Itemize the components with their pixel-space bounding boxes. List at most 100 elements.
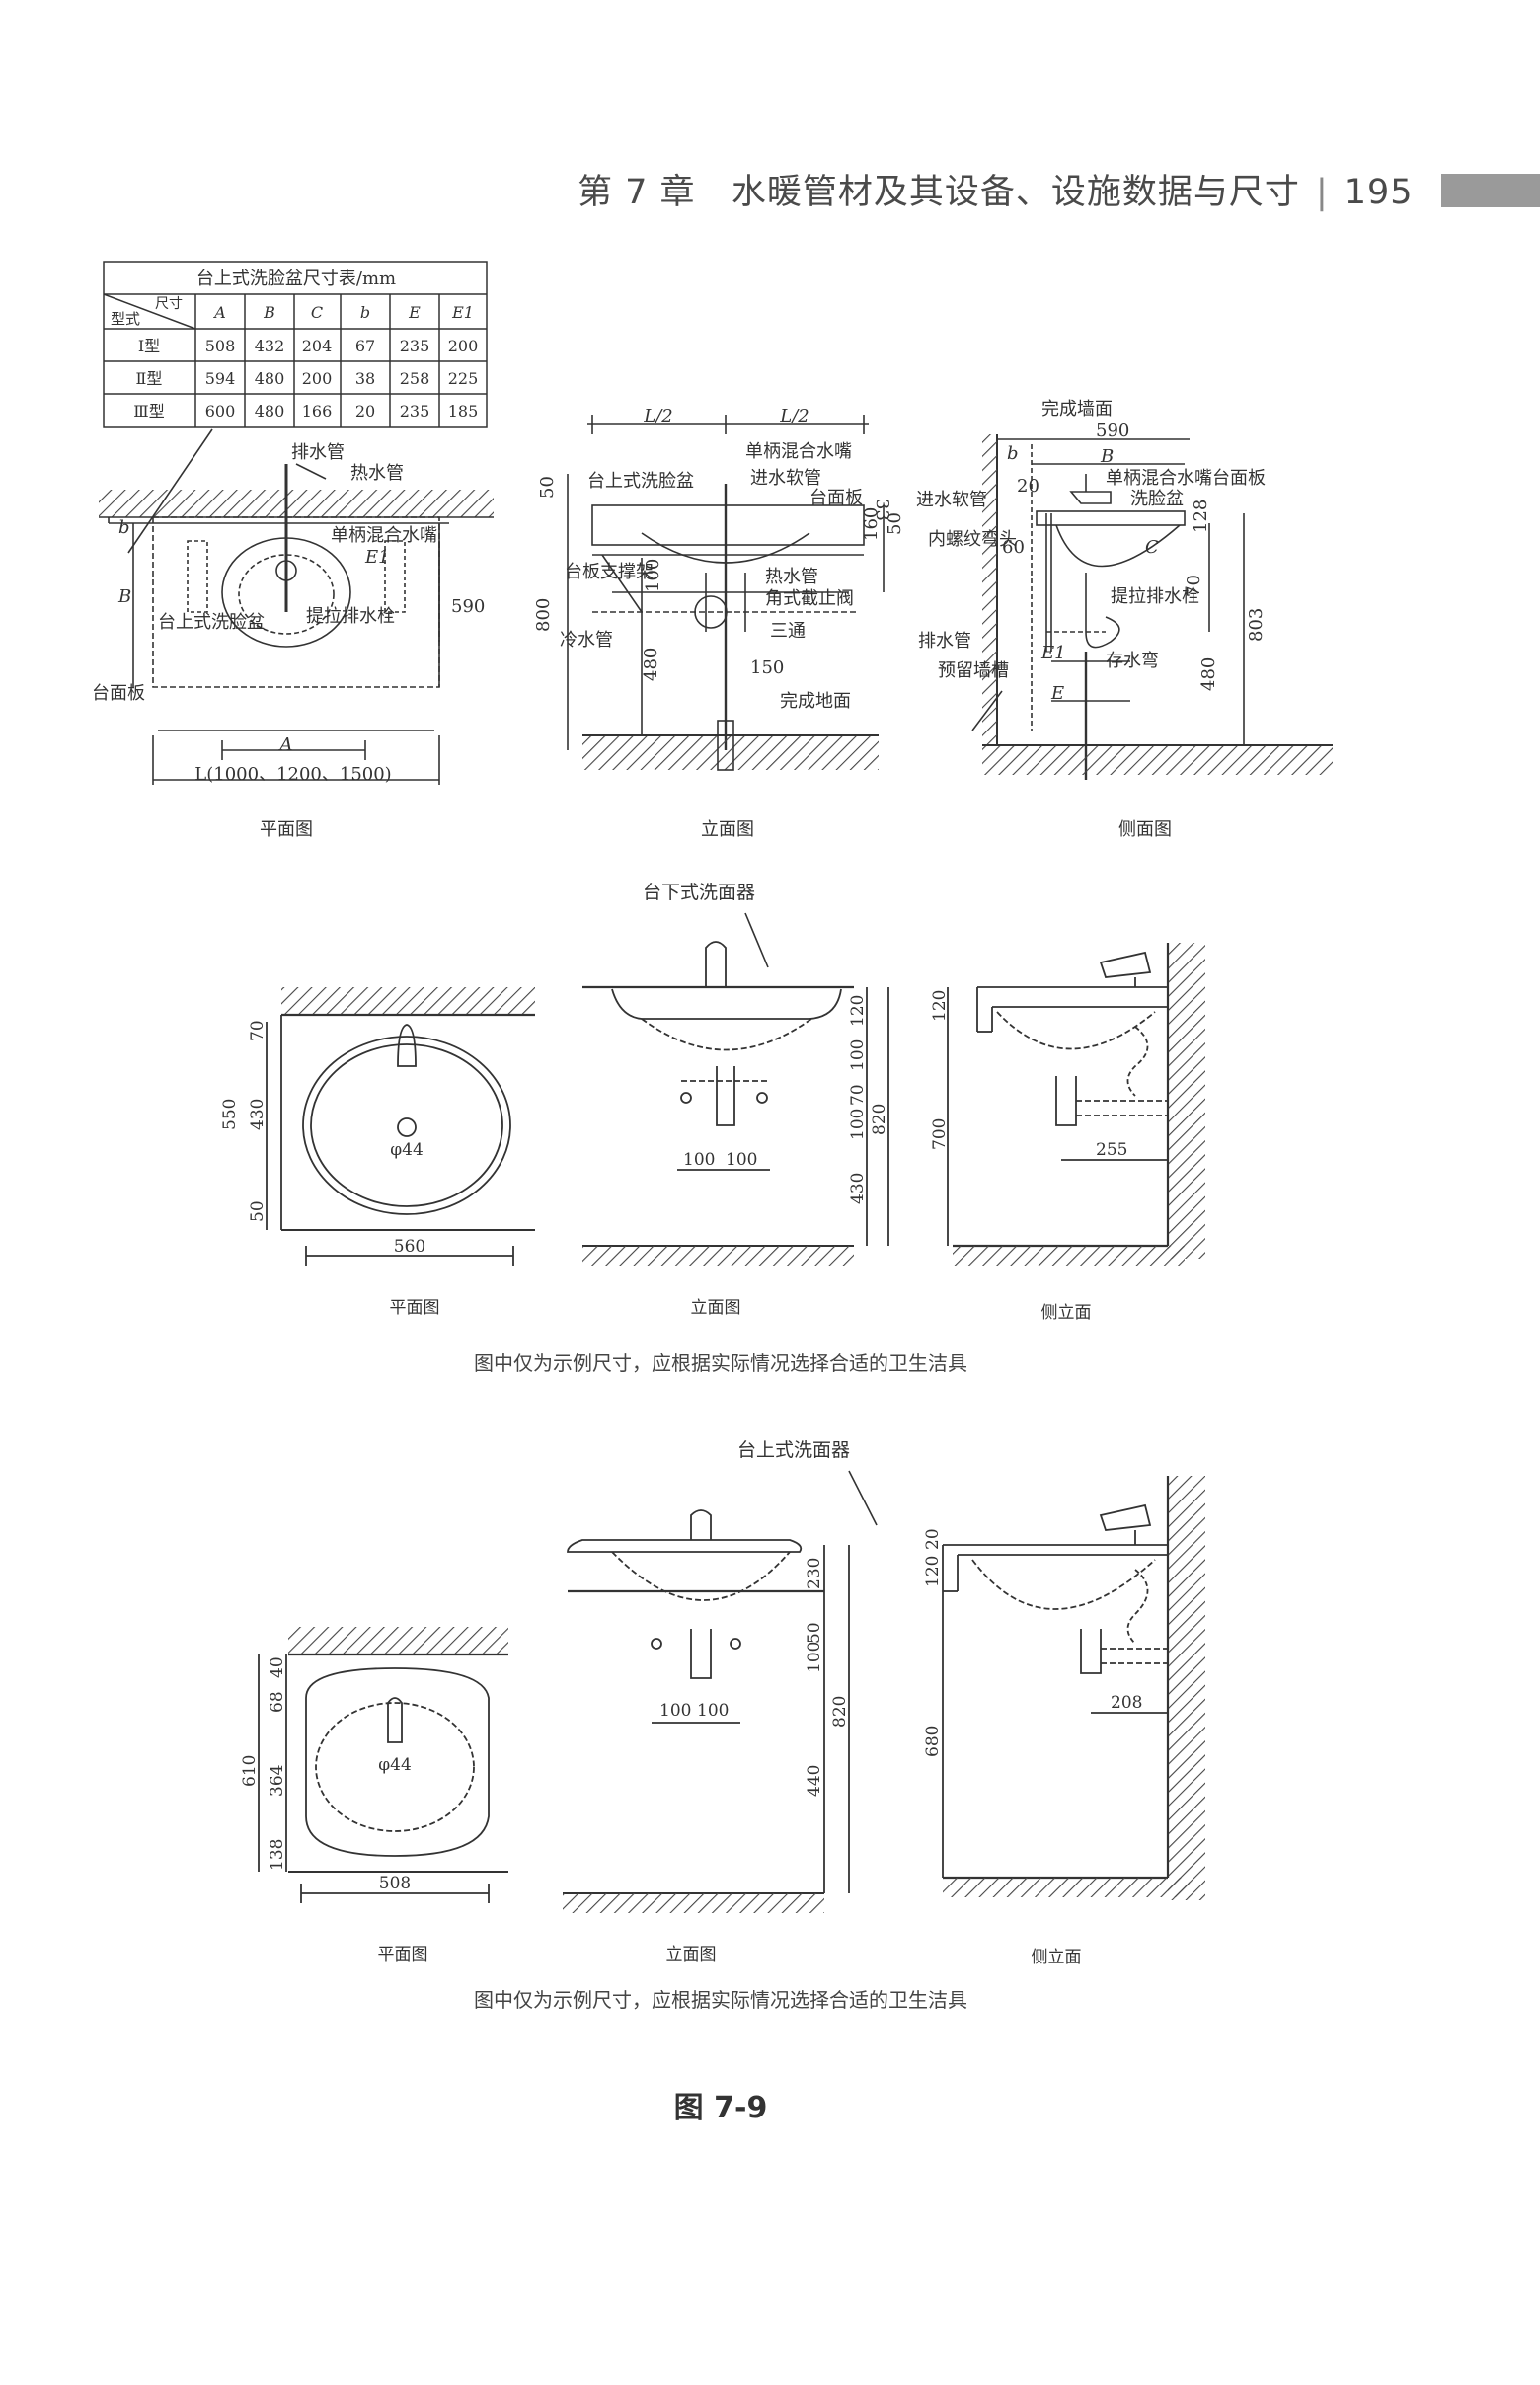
page-header: 第 7 章 水暖管材及其设备、设施数据与尺寸|195	[578, 164, 1414, 214]
figure-caption: 图 7-9	[673, 2091, 768, 2125]
fig1-plan-view	[99, 428, 494, 785]
p3-dim-610: 610	[240, 1755, 260, 1787]
drain-pipe-label: 排水管	[291, 442, 345, 463]
fig2-plan-labels: 70 430 550 50 560 φ44 平面图	[220, 1020, 440, 1318]
wall-label: 完成墙面	[1041, 399, 1113, 420]
e2-dim-w1: 100	[683, 1150, 715, 1170]
side-dim-590: 590	[1096, 421, 1129, 441]
side-dim-b: b	[1007, 443, 1019, 464]
elev-dim-100: 100	[643, 559, 663, 592]
row-type: Ⅲ型	[133, 402, 164, 421]
elev-dim-150: 150	[750, 657, 784, 678]
table-header-row: A B C b E E1	[212, 303, 474, 322]
row-type: Ⅱ型	[136, 369, 163, 388]
fig3-side-caption: 侧立面	[1032, 1948, 1082, 1967]
col-E: E	[408, 303, 421, 322]
side-plug-label: 提拉排水栓	[1111, 586, 1199, 607]
fig2-side-view	[947, 943, 1205, 1266]
side-dim-480: 480	[1198, 657, 1219, 691]
elev-bracket-label: 台板支撑架	[565, 562, 654, 582]
dim-590: 590	[451, 596, 485, 617]
table-corner-bottom: 型式	[111, 310, 140, 328]
fig3-plan-view	[258, 1627, 508, 1903]
col-b: b	[360, 303, 370, 322]
fig2-elevation-caption: 立面图	[691, 1298, 741, 1318]
table-cell: 225	[448, 369, 479, 388]
fig3-side-labels: 20 120 680 208 侧立面	[923, 1528, 1142, 1967]
chapter-title: 水暖管材及其设备、设施数据与尺寸	[731, 173, 1300, 212]
elev-floor-label: 完成地面	[780, 691, 851, 712]
side-dim-60: 60	[1002, 537, 1025, 558]
elev-cold-label: 冷水管	[560, 630, 613, 651]
e2-dim-120: 120	[848, 995, 868, 1027]
e3-dim-w1: 100	[659, 1701, 691, 1721]
table-cell: 38	[355, 369, 375, 388]
plug-label: 提拉排水栓	[306, 606, 395, 627]
col-A: A	[212, 303, 226, 322]
table-cell: 20	[355, 402, 375, 421]
s2-dim-120: 120	[930, 990, 950, 1022]
table-cell: 480	[255, 402, 285, 421]
e2-dim-w2: 100	[726, 1150, 757, 1170]
elev-basin-label: 台上式洗脸盆	[587, 471, 694, 492]
row-type: Ⅰ型	[138, 337, 160, 355]
table-corner-top: 尺寸	[155, 296, 183, 312]
elev-valve-label: 角式截止阀	[765, 588, 854, 609]
fig3-label: 台上式洗面器	[737, 1439, 850, 1461]
dim-b: b	[118, 517, 130, 538]
dim-E1: E1	[364, 547, 390, 568]
fig2-plan-view	[266, 987, 535, 1266]
fig2-label: 台下式洗面器	[643, 882, 755, 903]
e3-dim-440: 440	[805, 1765, 824, 1797]
p3-dim-508: 508	[379, 1874, 411, 1893]
p3-dim-68: 68	[268, 1691, 287, 1713]
p2-phi: φ44	[390, 1140, 424, 1160]
elev-faucet-label: 单柄混合水嘴	[745, 441, 852, 462]
table-cell: 594	[205, 369, 236, 388]
side-dim-C: C	[1145, 537, 1159, 558]
dim-B: B	[117, 586, 131, 607]
fig2-elevation-view	[582, 941, 889, 1266]
table-cell: 508	[205, 337, 236, 355]
side-dim-20: 20	[1017, 476, 1040, 497]
chapter-number: 第 7 章	[578, 173, 696, 212]
p2-dim-430: 430	[248, 1099, 268, 1130]
elev-dim-50b: 50	[885, 512, 905, 535]
s3-dim-208: 208	[1111, 1693, 1142, 1713]
side-dim-B: B	[1100, 446, 1114, 467]
table-cell: 204	[302, 337, 333, 355]
fig2-elevation-labels: 120 100 70 100 820 430 100 100 立面图	[683, 995, 889, 1318]
e2-dim-430: 430	[848, 1173, 868, 1204]
dimension-table	[103, 261, 488, 428]
s3-dim-680: 680	[923, 1726, 943, 1757]
fig2-note: 图中仅为示例尺寸，应根据实际情况选择合适的卫生洁具	[474, 1351, 967, 1375]
e3-dim-50: 50	[805, 1622, 824, 1644]
table-cell: 67	[355, 337, 375, 355]
fig1-side-labels: 完成墙面 590 b B 单柄混合水嘴台面板 洗脸盆 进水软管 内螺纹弯头 提拉…	[916, 399, 1267, 840]
half-span-1: L/2	[643, 406, 672, 426]
col-B: B	[263, 303, 275, 322]
side-faucet-label: 单柄混合水嘴台面板	[1106, 468, 1266, 489]
e3-dim-w2: 100	[697, 1701, 729, 1721]
p2-dim-560: 560	[394, 1237, 425, 1257]
side-dim-128: 128	[1191, 500, 1211, 533]
p3-dim-40: 40	[268, 1656, 287, 1678]
fig3-elevation-labels: 230 50 100 820 440 100 100 立面图	[659, 1558, 850, 1964]
elev-dim-160: 160	[861, 507, 882, 541]
fig1-side-caption: 侧面图	[1118, 819, 1172, 840]
fig3-side-view	[942, 1476, 1205, 1900]
e2-dim-100b: 100	[848, 1109, 868, 1140]
e2-dim-100: 100	[848, 1039, 868, 1071]
table-title: 台上式洗脸盆尺寸表/mm	[196, 269, 396, 289]
basin-label: 台上式洗脸盆	[158, 612, 265, 633]
fig1-plan-caption: 平面图	[260, 819, 313, 840]
table-cell: 258	[400, 369, 430, 388]
fig3-plan-caption: 平面图	[378, 1945, 428, 1964]
table-cell: 166	[302, 402, 333, 421]
p3-dim-138: 138	[268, 1839, 287, 1871]
table-cell: 200	[302, 369, 333, 388]
fig1-plan-labels: 排水管 热水管 单柄混合水嘴 台上式洗脸盆 提拉排水栓 台面板 b B E1 5…	[92, 442, 485, 840]
fig1-elevation-labels: L/2 L/2 单柄混合水嘴 台上式洗脸盆 进水软管 台面板 台板支撑架 热水管…	[533, 406, 905, 840]
elev-dim-800: 800	[533, 598, 554, 632]
s3-dim-120: 120	[923, 1556, 943, 1587]
